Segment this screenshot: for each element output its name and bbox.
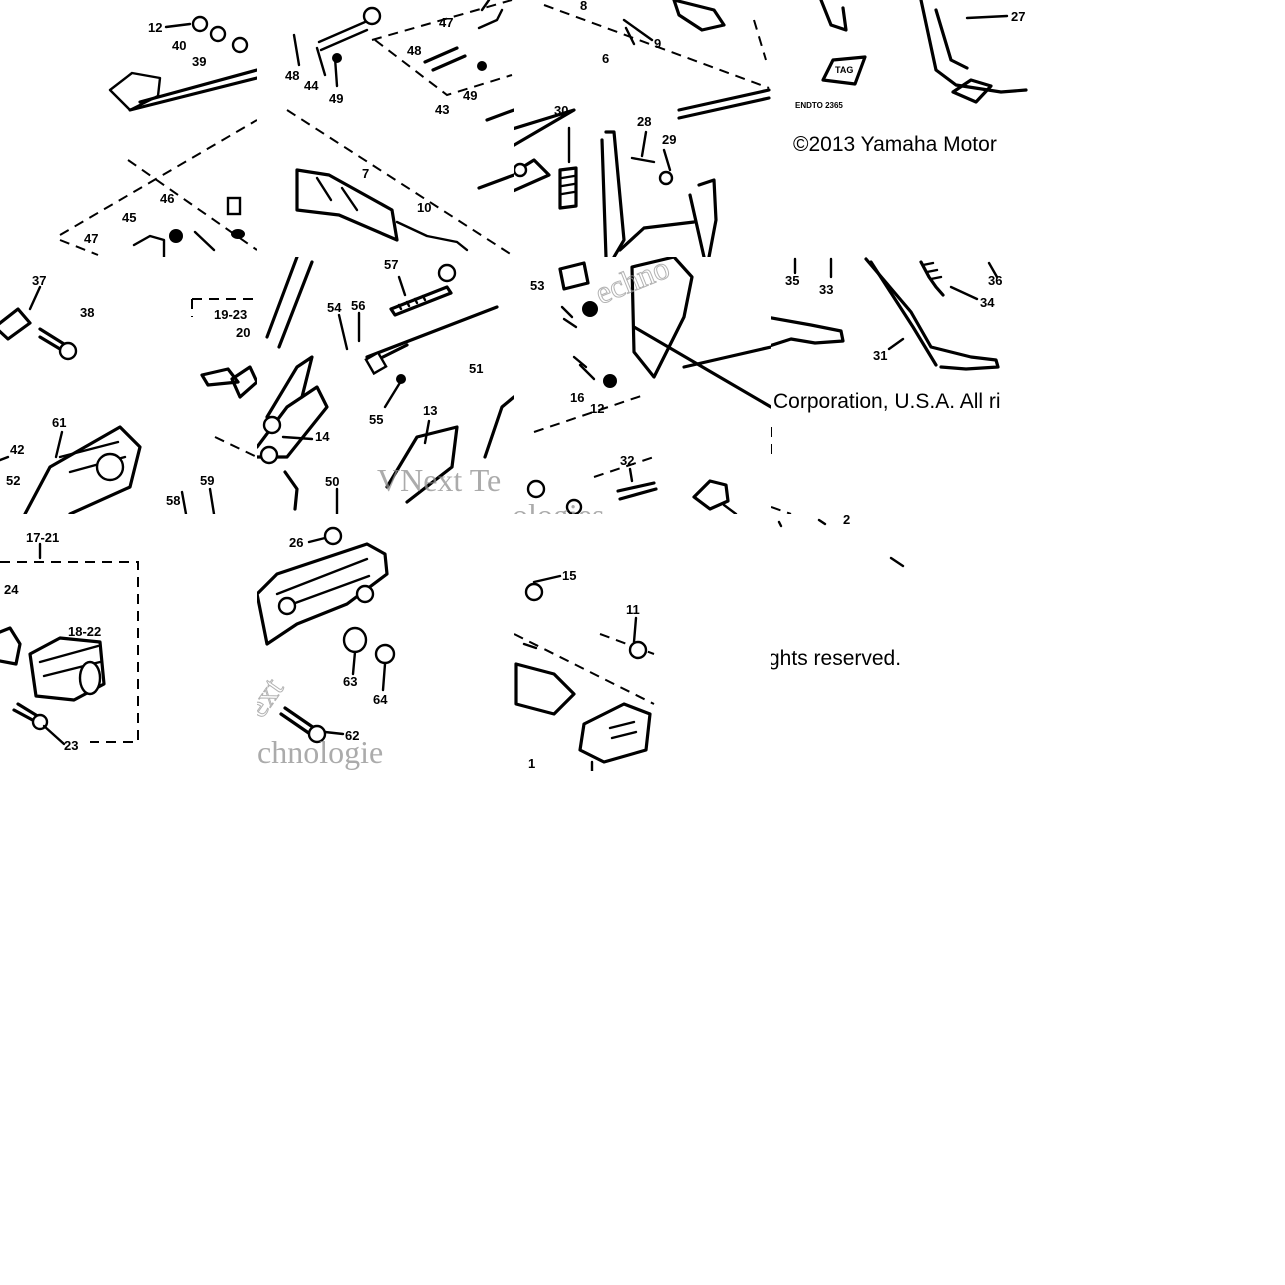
callout: 51 xyxy=(469,361,483,376)
callout: 15 xyxy=(562,568,576,583)
copyright-line-3: ghts reserved. xyxy=(771,647,902,670)
callout: 50 xyxy=(325,474,339,489)
callout: 35 xyxy=(785,273,799,288)
callout: 12 xyxy=(590,401,604,416)
callout: 32 xyxy=(620,453,634,468)
callout: 2 xyxy=(843,514,850,527)
callout: 26 xyxy=(289,535,303,550)
diagram-tile-footrest-arms: 37 38 19-23 20 61 42 52 58 59 xyxy=(0,257,257,514)
copyright-line-1: ©2013 Yamaha Motor xyxy=(793,133,997,156)
callout: 38 xyxy=(80,305,94,320)
callout: 47 xyxy=(84,231,98,246)
callout: 39 xyxy=(192,54,206,69)
callout: 49 xyxy=(463,88,477,103)
callout: 16 xyxy=(570,390,584,405)
callout: 43 xyxy=(435,102,449,117)
callout: 1 xyxy=(528,756,535,771)
callout: 49 xyxy=(329,91,343,106)
callout: 2 xyxy=(843,511,850,514)
callout: 59 xyxy=(200,473,214,488)
callout: 64 xyxy=(373,692,388,707)
callout: 9 xyxy=(654,36,661,51)
diagram-tile-bracket-bolts: 48 44 49 47 48 43 49 7 10 xyxy=(257,0,514,257)
callout: 36 xyxy=(988,273,1002,288)
callout: 29 xyxy=(662,132,676,147)
callout: 34 xyxy=(980,295,995,310)
callout: 57 xyxy=(384,257,398,272)
callout: 30 xyxy=(554,103,568,118)
callout: 14 xyxy=(315,429,330,444)
callout: 61 xyxy=(52,415,66,430)
callout: 62 xyxy=(345,728,359,743)
callout: 13 xyxy=(423,403,437,418)
diagram-tile-copyright: 2 ghts reserved. xyxy=(771,514,1028,771)
callout: 31 xyxy=(873,348,887,363)
callout: 20 xyxy=(236,325,250,340)
callout: 40 xyxy=(172,38,186,53)
callout: 28 xyxy=(637,114,651,129)
callout: 48 xyxy=(285,68,299,83)
callout: 19-23 xyxy=(214,307,247,322)
diagram-tile-rear-footrest: 15 11 1 xyxy=(514,514,771,771)
diagram-tile-footrest-bracket: 8 9 6 30 28 29 xyxy=(514,0,771,257)
callout: 17-21 xyxy=(26,530,59,545)
callout: 63 xyxy=(343,674,357,689)
callout: 18-22 xyxy=(68,624,101,639)
callout: 46 xyxy=(160,191,174,206)
callout: 42 xyxy=(10,442,24,457)
callout: 52 xyxy=(6,473,20,488)
callout: 56 xyxy=(351,298,365,313)
callout: 24 xyxy=(4,582,19,597)
callout: 33 xyxy=(819,282,833,297)
callout: 54 xyxy=(327,300,342,315)
callout: TAG xyxy=(835,65,853,75)
copyright-line-2: Corporation, U.S.A. All ri xyxy=(773,390,1001,413)
diagram-tile-brake-pedal: 12 40 39 46 45 47 xyxy=(0,0,257,257)
callout: 48 xyxy=(407,43,421,58)
diagram-tile-main-stand: 27 TAG ENDTO 2365 ©2013 Yamaha Motor xyxy=(771,0,1028,257)
callout: 27 xyxy=(1011,9,1025,24)
callout: 37 xyxy=(32,273,46,288)
callout: 8 xyxy=(580,0,587,13)
callout: 55 xyxy=(369,412,383,427)
callout: 23 xyxy=(64,738,78,753)
small-label: ENDTO 2365 xyxy=(795,101,843,110)
callout: 6 xyxy=(602,51,609,66)
diagram-tile-footrest-pad: 17-21 24 18-22 23 xyxy=(0,514,257,771)
callout: 58 xyxy=(166,493,180,508)
callout: 12 xyxy=(148,20,162,35)
diagram-tile-side-stand: 35 33 36 34 31 5 2 Corporation, U.S.A. A… xyxy=(771,257,1028,514)
callout: 53 xyxy=(530,278,544,293)
callout: 7 xyxy=(362,166,369,181)
callout: 11 xyxy=(626,602,640,617)
callout: 47 xyxy=(439,15,453,30)
diagram-tile-shift-linkage: 57 54 56 51 55 13 14 50 VNext Te xyxy=(257,257,514,514)
diagram-tile-pedal-pivot: 53 16 12 32 echno ologies xyxy=(514,257,771,514)
diagram-tile-footrest-plate: 26 63 64 62 ext chnologie xyxy=(257,514,514,771)
callout: 44 xyxy=(304,78,319,93)
callout: 10 xyxy=(417,200,431,215)
callout: 45 xyxy=(122,210,136,225)
